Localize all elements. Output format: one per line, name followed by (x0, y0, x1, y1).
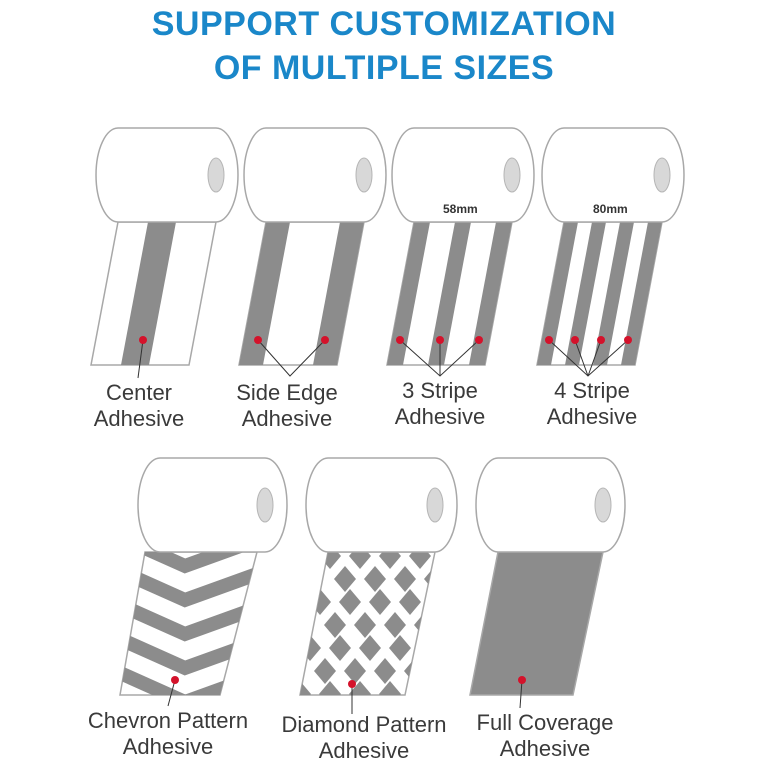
page-title-line-2: OF MULTIPLE SIZES (213, 49, 555, 87)
adhesive-marker (597, 336, 605, 344)
diamond-pattern (300, 552, 435, 695)
roll-core (594, 487, 612, 523)
adhesive-marker (436, 336, 444, 344)
leader-line (167, 679, 176, 707)
adhesive-full-coverage (469, 551, 604, 696)
adhesive-stripe (313, 222, 364, 365)
leader-line (587, 339, 602, 377)
size-label-80mm: 80mm (593, 202, 628, 216)
leader-line (257, 339, 326, 377)
caption-line-1: 4 Stripe (554, 378, 630, 403)
adhesive-stripe (239, 222, 290, 365)
adhesive-stripe (469, 222, 512, 365)
adhesive-stripe (593, 222, 634, 365)
caption-line-2: Adhesive (546, 404, 638, 429)
caption-diamond-pattern-adhesive: Diamond Pattern Adhesive (264, 712, 464, 764)
adhesive-marker (254, 336, 262, 344)
adhesive-marker (139, 336, 147, 344)
adhesive-stripe (565, 222, 606, 365)
roll-3-stripe-adhesive: 58mm (386, 127, 535, 377)
adhesive-stripe (121, 222, 176, 365)
roll-chevron-pattern-adhesive (119, 457, 288, 707)
roll-side-edge-adhesive (238, 127, 387, 377)
caption-line-2: Adhesive (93, 406, 185, 431)
adhesive-marker (321, 336, 329, 344)
adhesive-stripe (537, 222, 578, 365)
adhesive-marker (348, 680, 356, 688)
caption-line-2: Adhesive (318, 738, 410, 763)
roll-center-adhesive (90, 127, 239, 379)
adhesive-marker (475, 336, 483, 344)
caption-line-2: Adhesive (122, 734, 214, 759)
caption-line-1: Full Coverage (476, 710, 614, 735)
caption-full-coverage-adhesive: Full Coverage Adhesive (450, 710, 640, 762)
paper-roll (475, 457, 626, 553)
caption-line-2: Adhesive (241, 406, 333, 431)
adhesive-marker (545, 336, 553, 344)
adhesive-stripe (621, 222, 662, 365)
adhesive-marker (571, 336, 579, 344)
adhesive-marker (518, 676, 526, 684)
leader-line (137, 339, 144, 379)
caption-line-1: Diamond Pattern (281, 712, 447, 737)
caption-line-1: Center (105, 380, 173, 405)
adhesive-stripe (387, 222, 430, 365)
roll-diamond-pattern-adhesive (299, 457, 458, 714)
adhesive-marker (624, 336, 632, 344)
caption-line-2: Adhesive (394, 404, 486, 429)
roll-4-stripe-adhesive: 80mm (536, 127, 685, 377)
roll-core (355, 157, 373, 193)
leader-line (574, 339, 589, 377)
caption-side-edge-adhesive: Side Edge Adhesive (212, 380, 362, 432)
caption-line-1: Side Edge (236, 380, 338, 405)
roll-core (503, 157, 521, 193)
caption-center-adhesive: Center Adhesive (69, 380, 209, 432)
caption-chevron-pattern-adhesive: Chevron Pattern Adhesive (68, 708, 268, 760)
paper-roll (391, 127, 535, 223)
roll-core (256, 487, 274, 523)
caption-line-1: 3 Stripe (402, 378, 478, 403)
leader-line (519, 679, 523, 709)
caption-3-stripe-adhesive: 3 Stripe Adhesive (370, 378, 510, 430)
paper-roll (137, 457, 288, 553)
adhesive-marker (396, 336, 404, 344)
caption-line-1: Chevron Pattern (87, 708, 249, 733)
paper-roll (305, 457, 458, 553)
roll-core (207, 157, 225, 193)
page-title-line-1: SUPPORT CUSTOMIZATION (151, 5, 617, 43)
roll-core (426, 487, 444, 523)
size-label-58mm: 58mm (443, 202, 478, 216)
paper-roll (243, 127, 387, 223)
caption-line-2: Adhesive (499, 736, 591, 761)
paper-roll (95, 127, 239, 223)
caption-4-stripe-adhesive: 4 Stripe Adhesive (522, 378, 662, 430)
roll-full-coverage-adhesive (469, 457, 626, 709)
adhesive-stripe (428, 222, 471, 365)
adhesive-marker (171, 676, 179, 684)
paper-roll (541, 127, 685, 223)
roll-core (653, 157, 671, 193)
